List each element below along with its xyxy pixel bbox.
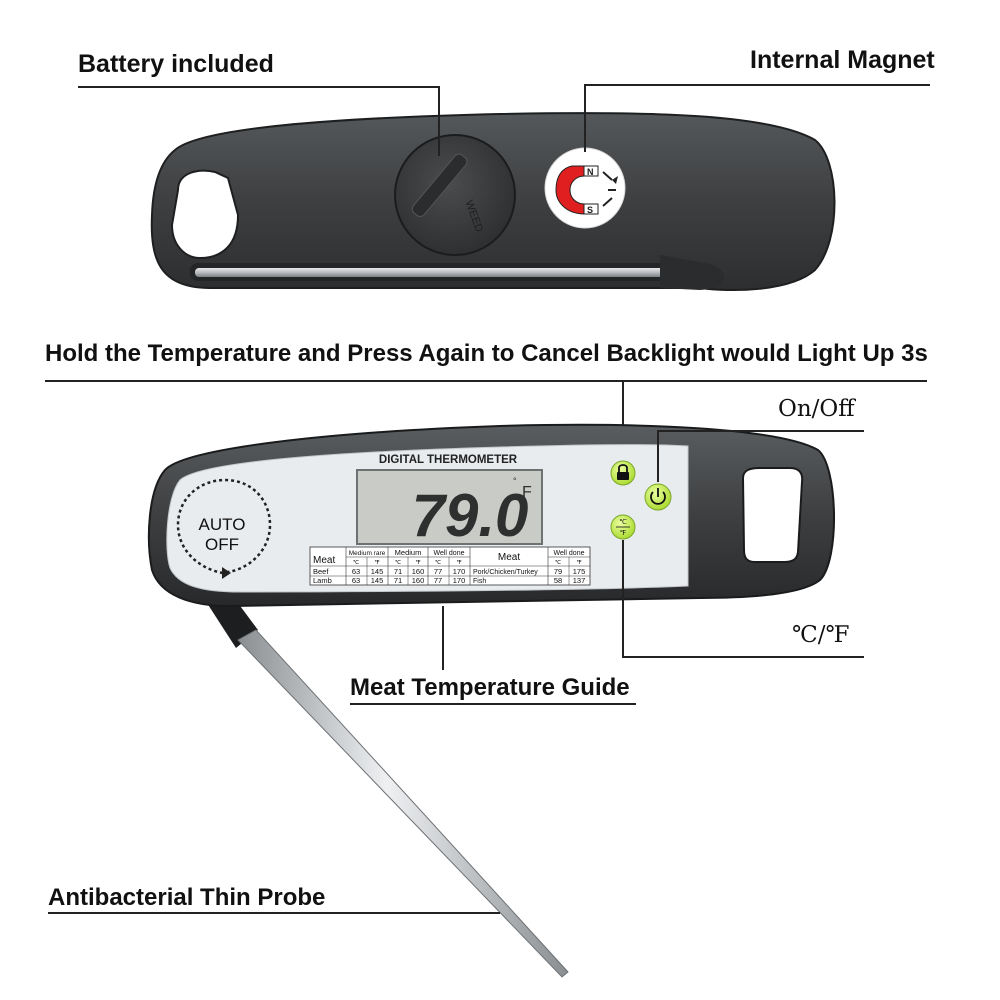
panel-title: DIGITAL THERMOMETER — [379, 454, 518, 466]
guide-leader — [442, 606, 444, 670]
guide-cell: 77 — [434, 576, 442, 585]
probe-collar — [205, 595, 258, 648]
unit-switch-label: ℃/℉ — [792, 622, 850, 648]
hold-button[interactable] — [610, 460, 636, 486]
guide-rule — [350, 703, 636, 705]
guide-cell: 170 — [453, 567, 466, 576]
guide-row-fish: Fish — [473, 578, 486, 585]
guide-unit: ℉ — [456, 560, 462, 566]
magnet-rule — [585, 84, 930, 86]
guide-cell: 160 — [412, 576, 425, 585]
power-button[interactable] — [644, 483, 672, 511]
guide-cell: 137 — [573, 576, 586, 585]
guide-cell: 63 — [352, 567, 360, 576]
lock-icon — [617, 464, 629, 480]
guide-group-well-done: Well done — [433, 550, 464, 557]
onoff-leader — [657, 430, 659, 482]
probe-label: Antibacterial Thin Probe — [48, 884, 326, 911]
hanging-hole-front — [741, 467, 804, 563]
guide-unit: ℃ — [353, 560, 360, 566]
guide-cell: 170 — [453, 576, 466, 585]
probe-rule — [48, 912, 500, 914]
guide-right-group: Well done — [553, 550, 584, 557]
guide-cell: 63 — [352, 576, 360, 585]
battery-rule — [78, 86, 440, 88]
guide-row-lamb: Lamb — [313, 576, 332, 585]
lcd-unit: F — [522, 484, 532, 501]
lcd-reading: 79.0 — [412, 482, 529, 549]
battery-cover — [394, 134, 516, 256]
guide-unit: ℃ — [555, 560, 562, 566]
guide-left-header: Meat — [313, 555, 335, 566]
probe — [237, 629, 569, 978]
guide-unit: ℃ — [435, 560, 442, 566]
guide-cell: 79 — [554, 567, 562, 576]
unit-button-f: ℉ — [620, 530, 627, 537]
guide-group-medium: Medium — [395, 548, 422, 557]
unit-toggle-button[interactable]: ℃ ℉ — [610, 514, 636, 540]
hinge-cap — [660, 255, 725, 290]
battery-leader — [438, 86, 440, 156]
auto-off-text-line2: OFF — [205, 535, 239, 554]
guide-cell: 145 — [371, 576, 384, 585]
thermometer-front-view: AUTO OFF DIGITAL THERMOMETER 79.0 F ° Me… — [147, 423, 836, 978]
magnet-pole-n: N — [587, 167, 594, 177]
unit-switch-leader — [622, 540, 624, 658]
guide-cell: 160 — [412, 567, 425, 576]
guide-cell: 71 — [394, 576, 402, 585]
guide-row-beef: Beef — [313, 567, 329, 576]
battery-label: Battery included — [78, 50, 274, 78]
thermometer-back-view: WEED N S — [150, 112, 836, 291]
lcd-display — [356, 469, 543, 545]
probe-folded — [195, 268, 665, 277]
backlight-leader — [622, 380, 624, 460]
auto-off-arrow-icon — [176, 478, 272, 575]
guide-row-pork: Pork/Chicken/Turkey — [473, 569, 538, 576]
magnet-label: Internal Magnet — [750, 46, 935, 74]
guide-unit: ℉ — [415, 560, 421, 566]
power-icon — [650, 488, 666, 505]
magnet-pole-s: S — [587, 205, 593, 215]
guide-cell: 145 — [371, 567, 384, 576]
magnet-leader — [584, 84, 586, 152]
svg-text:°: ° — [513, 476, 517, 486]
backlight-label: Hold the Temperature and Press Again to … — [45, 340, 928, 367]
auto-off-text-line1: AUTO — [199, 515, 246, 534]
onoff-label: On/Off — [778, 396, 855, 422]
guide-unit: ℉ — [576, 560, 582, 566]
guide-group-medium-rare: Medium rare — [349, 550, 386, 557]
guide-cell: 175 — [573, 567, 586, 576]
meat-guide-table: Meat Medium rare Medium Well done ℃ ℉ ℃ … — [309, 546, 591, 586]
unit-button-c: ℃ — [619, 519, 627, 526]
backlight-rule — [45, 380, 927, 382]
guide-right-header: Meat — [498, 552, 520, 563]
guide-unit: ℉ — [374, 560, 380, 566]
guide-label: Meat Temperature Guide — [350, 674, 630, 701]
guide-cell: 71 — [394, 567, 402, 576]
unit-switch-rule — [622, 656, 864, 658]
guide-cell: 77 — [434, 567, 442, 576]
guide-cell: 58 — [554, 576, 562, 585]
onoff-rule — [658, 430, 864, 432]
guide-unit: ℃ — [395, 560, 402, 566]
hanging-hole-top — [170, 169, 240, 260]
